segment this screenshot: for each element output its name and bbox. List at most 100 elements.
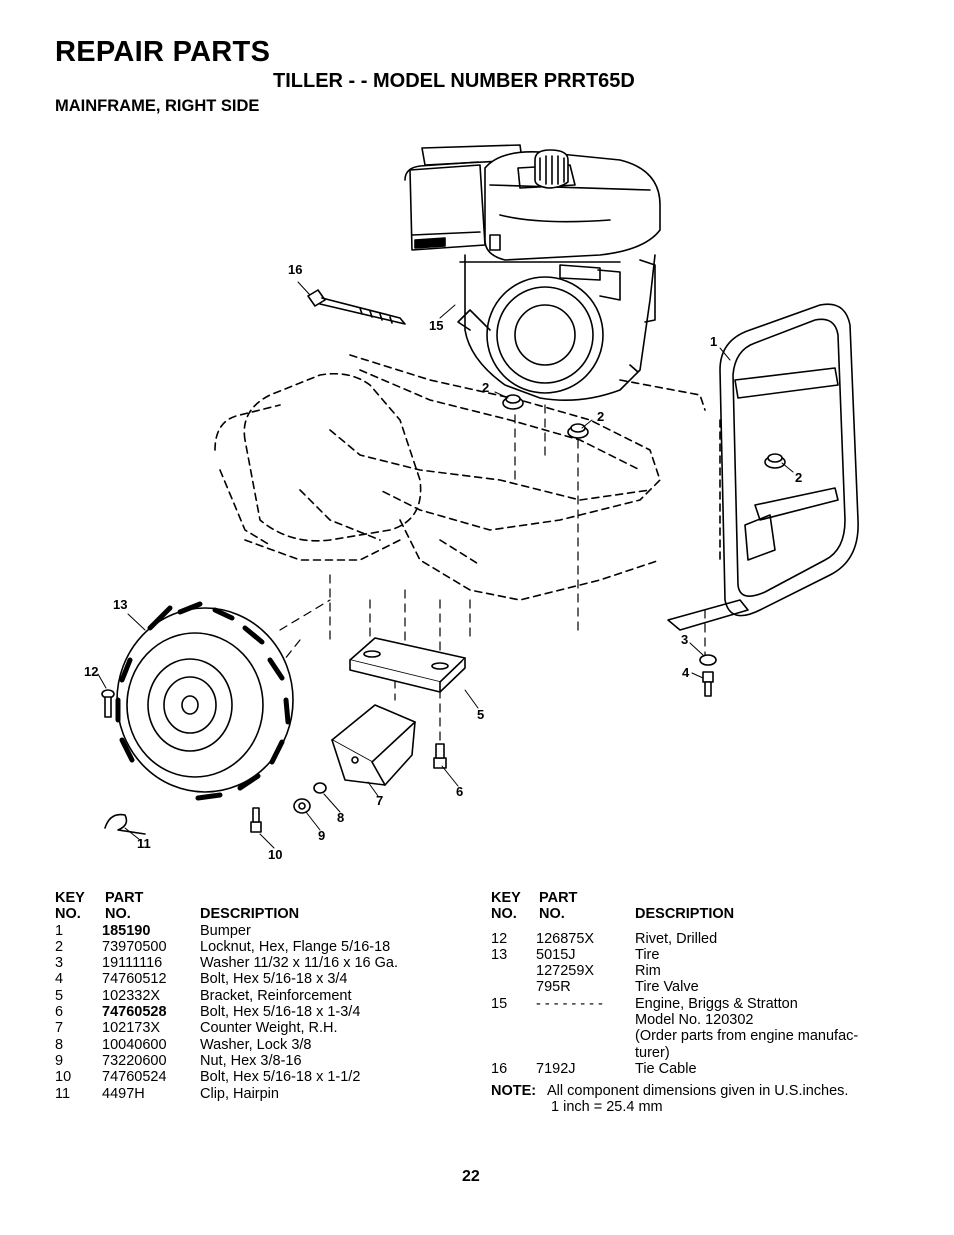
part-key: 13 [491,946,508,963]
part-number: 73220600 [102,1052,167,1069]
part-description: Tire Valve [635,979,699,996]
part-key: 7 [55,1020,64,1037]
table-row: turer) [491,1045,911,1061]
part-key: 1 [55,922,64,939]
header-description: DESCRIPTION [635,906,735,923]
callout-1: 1 [710,334,717,349]
part-description: Model No. 120302 [635,1012,754,1029]
part-key: 6 [55,1004,64,1021]
callout-8: 8 [337,810,344,825]
table-row: (Order parts from engine manufac- [491,1028,911,1044]
wheel-tire-drawing [115,601,294,801]
part-number: 5015J [536,946,576,963]
part-key: 9 [55,1052,64,1069]
part-number: 74760528 [102,1004,167,1021]
page-number: 22 [462,1168,480,1185]
part-number: 7192J [536,1060,576,1077]
part-number: - - - - - - - - [536,995,603,1012]
table-header-row: KEY PART [491,890,911,906]
header-part: PART [105,890,144,906]
bumper-drawing [667,303,859,631]
callout-9: 9 [318,828,325,843]
section-heading: MAINFRAME, RIGHT SIDE [55,97,260,115]
rivet-drawing [101,689,115,718]
table-row: 127259X Rim [491,963,911,979]
engine-drawing [404,144,661,402]
part-description: Engine, Briggs & Stratton [635,995,798,1012]
table-row: Model No. 120302 [491,1012,911,1028]
callout-2c: 2 [795,470,802,485]
model-subtitle: TILLER - - MODEL NUMBER PRRT65D [273,70,635,92]
table-row: 15- - - - - - - -Engine, Briggs & Stratt… [491,996,911,1012]
part-key: 16 [491,1060,508,1077]
note-label: NOTE: [491,1083,537,1099]
part-number: 126875X [536,930,595,947]
hairpin-clip-drawing [104,813,146,835]
table-row: 12 126875X Rivet, Drilled [491,931,911,947]
part-description: Bolt, Hex 5/16-18 x 1-1/2 [200,1069,361,1086]
part-key: 4 [55,971,64,988]
part-description: Tire [635,946,660,963]
hardware-8-9-10-drawing [250,782,327,833]
locknuts-drawing [502,394,786,469]
part-number: 74760512 [102,971,167,988]
header-key-no: NO. [55,906,81,923]
tie-cable-drawing [307,289,406,325]
part-number: 185190 [102,922,151,939]
part-description: Bumper [200,922,251,939]
header-description: DESCRIPTION [200,906,300,923]
part-number: 127259X [536,963,595,980]
callout-12: 12 [84,664,98,679]
header-part-no: NO. [105,906,131,923]
part-key: 10 [55,1069,72,1086]
header-part: PART [539,890,578,906]
tine-frame-dashed [214,354,721,601]
part-description: Rivet, Drilled [635,930,718,947]
part-number: 19111116 [102,955,163,972]
part-description: Nut, Hex 3/8-16 [200,1052,302,1069]
table-row: 10 74760524 Bolt, Hex 5/16-18 x 1-1/2 [55,1069,455,1085]
note-line-2: 1 inch = 25.4 mm [551,1099,663,1116]
part-description: turer) [635,1044,670,1061]
callout-11: 11 [137,836,151,851]
bracket-drawing [349,637,466,693]
callout-4: 4 [682,665,690,680]
part-key: 3 [55,955,64,972]
header-part-no: NO. [539,906,565,923]
header-key: KEY [491,890,521,906]
callout-2a: 2 [482,380,489,395]
part-key: 11 [55,1085,71,1102]
part-key: 5 [55,987,64,1004]
part-description: Counter Weight, R.H. [200,1020,338,1037]
part-key: 8 [55,1036,64,1053]
table-row: 1 185190 Bumper [55,923,455,939]
callout-2b: 2 [597,409,604,424]
parts-table-right: KEY PART NO. NO. DESCRIPTION 12 126875X Ri… [491,890,911,1077]
counter-weight-drawing [331,704,416,786]
part-number: 102173X [102,1020,161,1037]
part-description: Rim [635,963,661,980]
callout-13: 13 [113,597,127,612]
table-row: 7 102173X Counter Weight, R.H. [55,1020,455,1036]
part-description: Bolt, Hex 5/16-18 x 1-3/4 [200,1004,361,1021]
note-line-1: All component dimensions given in U.S.in… [547,1083,849,1099]
part-number: 74760524 [102,1069,167,1086]
callout-15: 15 [429,318,443,333]
table-row: 13 5015J Tire [491,947,911,963]
part-key: 12 [491,930,508,947]
table-row: 9 73220600 Nut, Hex 3/8-16 [55,1053,455,1069]
part-key: 2 [55,938,64,955]
part-number: 102332X [102,987,161,1004]
callout-10: 10 [268,847,282,862]
table-header-row: NO. NO. DESCRIPTION [55,906,455,922]
part-description: Locknut, Hex, Flange 5/16-18 [200,938,391,955]
part-description: Clip, Hairpin [200,1085,279,1102]
table-header-row: NO. NO. DESCRIPTION [491,906,911,922]
part-description: Bolt, Hex 5/16-18 x 3/4 [200,971,348,988]
